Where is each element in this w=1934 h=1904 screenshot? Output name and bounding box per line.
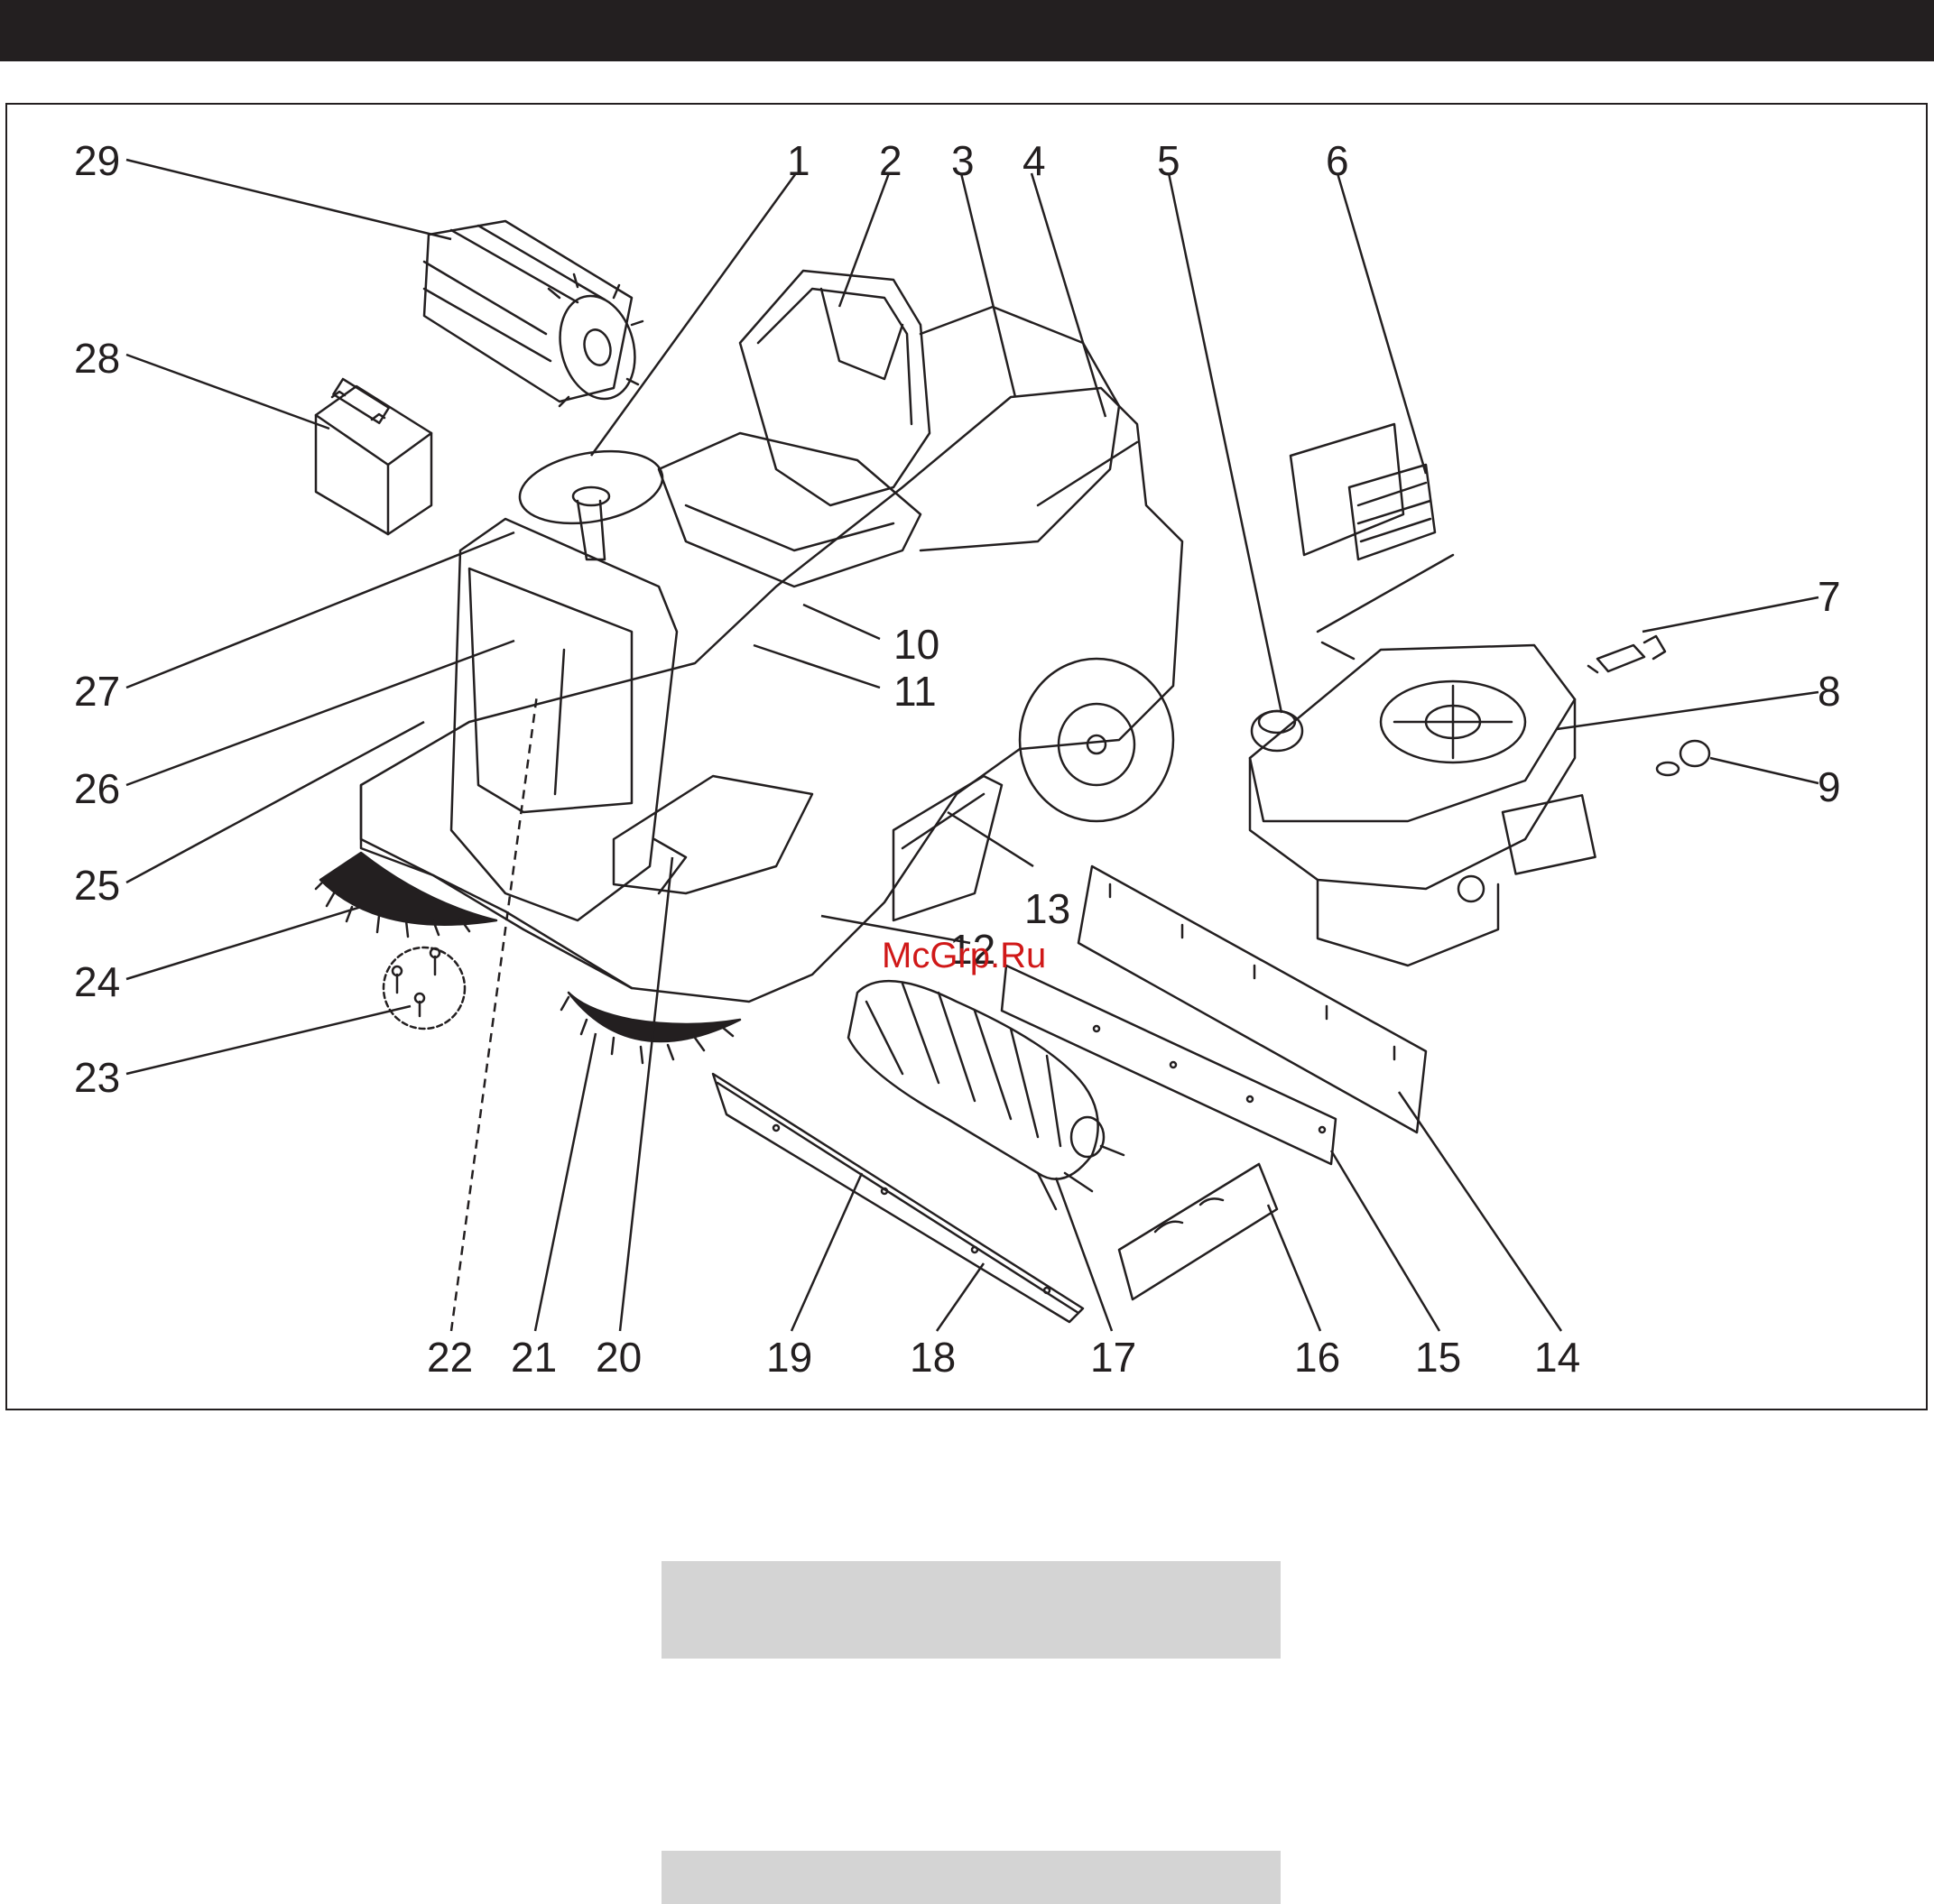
label-23: 23 xyxy=(74,1054,120,1101)
label-5: 5 xyxy=(1157,137,1180,184)
roller-brush-illustration xyxy=(424,221,646,407)
label-18: 18 xyxy=(910,1334,956,1381)
part-labels: 1 2 3 4 5 6 7 8 9 10 11 12 13 14 15 16 1… xyxy=(74,137,1841,1381)
label-3: 3 xyxy=(951,137,975,184)
label-7: 7 xyxy=(1818,573,1841,620)
label-9: 9 xyxy=(1818,763,1841,810)
engine-illustration xyxy=(1250,645,1596,966)
label-6: 6 xyxy=(1326,137,1349,184)
fan-wheel-illustration xyxy=(848,981,1124,1209)
label-29: 29 xyxy=(74,137,120,184)
label-24: 24 xyxy=(74,958,120,1005)
spark-plug-illustration xyxy=(1588,636,1665,672)
screws-illustration xyxy=(384,947,465,1029)
footer-gray-box-2 xyxy=(662,1851,1281,1904)
label-19: 19 xyxy=(766,1334,812,1381)
oil-cap-illustration xyxy=(1657,741,1709,775)
label-2: 2 xyxy=(879,137,902,184)
watermark-text: McGrp.Ru xyxy=(882,936,1046,975)
label-11: 11 xyxy=(893,668,937,715)
strip-15-illustration xyxy=(1002,966,1336,1164)
battery-illustration xyxy=(316,379,431,534)
label-27: 27 xyxy=(74,668,120,715)
footer-gray-box-1 xyxy=(662,1561,1281,1659)
label-10: 10 xyxy=(893,621,939,668)
air-filter-illustration xyxy=(1291,424,1453,659)
label-15: 15 xyxy=(1415,1334,1461,1381)
label-1: 1 xyxy=(787,137,810,184)
label-4: 4 xyxy=(1023,137,1046,184)
label-20: 20 xyxy=(596,1334,642,1381)
plate-16-illustration xyxy=(1119,1164,1277,1299)
label-26: 26 xyxy=(74,765,120,812)
blade-18-19-illustration xyxy=(713,1074,1083,1322)
label-16: 16 xyxy=(1294,1334,1340,1381)
label-22: 22 xyxy=(427,1334,473,1381)
blade-14-illustration xyxy=(1078,866,1426,1132)
label-13: 13 xyxy=(1024,885,1070,932)
label-28: 28 xyxy=(74,335,120,382)
label-17: 17 xyxy=(1090,1334,1136,1381)
label-8: 8 xyxy=(1818,668,1841,715)
label-25: 25 xyxy=(74,862,120,909)
label-21: 21 xyxy=(511,1334,557,1381)
leader-lines xyxy=(126,160,1818,1331)
label-14: 14 xyxy=(1534,1334,1580,1381)
